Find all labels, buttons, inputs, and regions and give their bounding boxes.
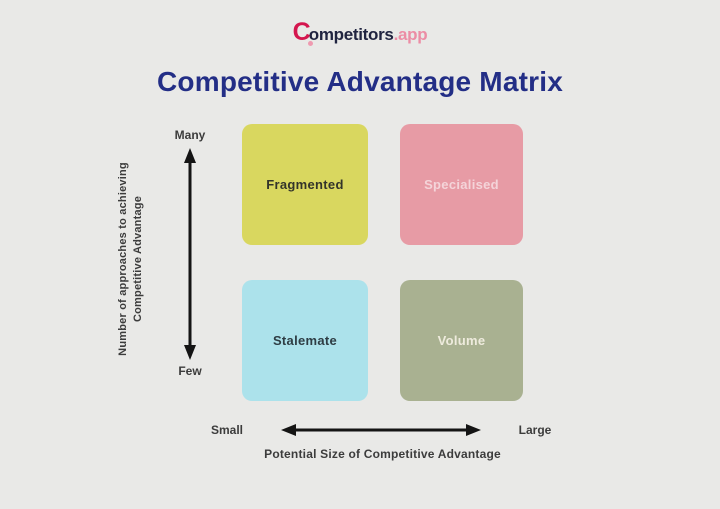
x-axis-tick-large: Large — [518, 423, 552, 437]
quadrant-label: Fragmented — [266, 177, 344, 192]
quadrant-label: Volume — [437, 333, 486, 348]
vertical-double-arrow-icon — [184, 148, 196, 360]
y-axis-tick-few: Few — [178, 364, 202, 378]
quadrant-fragmented: Fragmented — [242, 124, 368, 245]
quadrant-stalemate: Stalemate — [242, 280, 368, 401]
logo-c-icon: C — [292, 18, 311, 46]
quadrant-label: Stalemate — [272, 333, 338, 348]
logo-suffix: .app — [393, 25, 428, 44]
quadrant-volume: Volume — [400, 280, 523, 401]
quadrant-specialised: Specialised — [400, 124, 523, 245]
logo-dot-icon — [307, 41, 313, 46]
y-axis-label-line2: Competitive Advantage — [132, 195, 144, 323]
horizontal-double-arrow-icon — [281, 424, 481, 436]
y-axis-label: Number of approaches to achieving Compet… — [116, 162, 146, 356]
page-title: Competitive Advantage Matrix — [157, 66, 563, 97]
y-axis-tick-many: Many — [174, 128, 206, 142]
x-axis-label: Potential Size of Competitive Advantage — [264, 447, 501, 461]
y-axis-label-line1: Number of approaches to achieving — [117, 162, 130, 356]
x-axis-tick-small: Small — [210, 423, 243, 437]
quadrant-label: Specialised — [424, 177, 499, 192]
logo-wordmark: ompetitors — [308, 25, 394, 44]
